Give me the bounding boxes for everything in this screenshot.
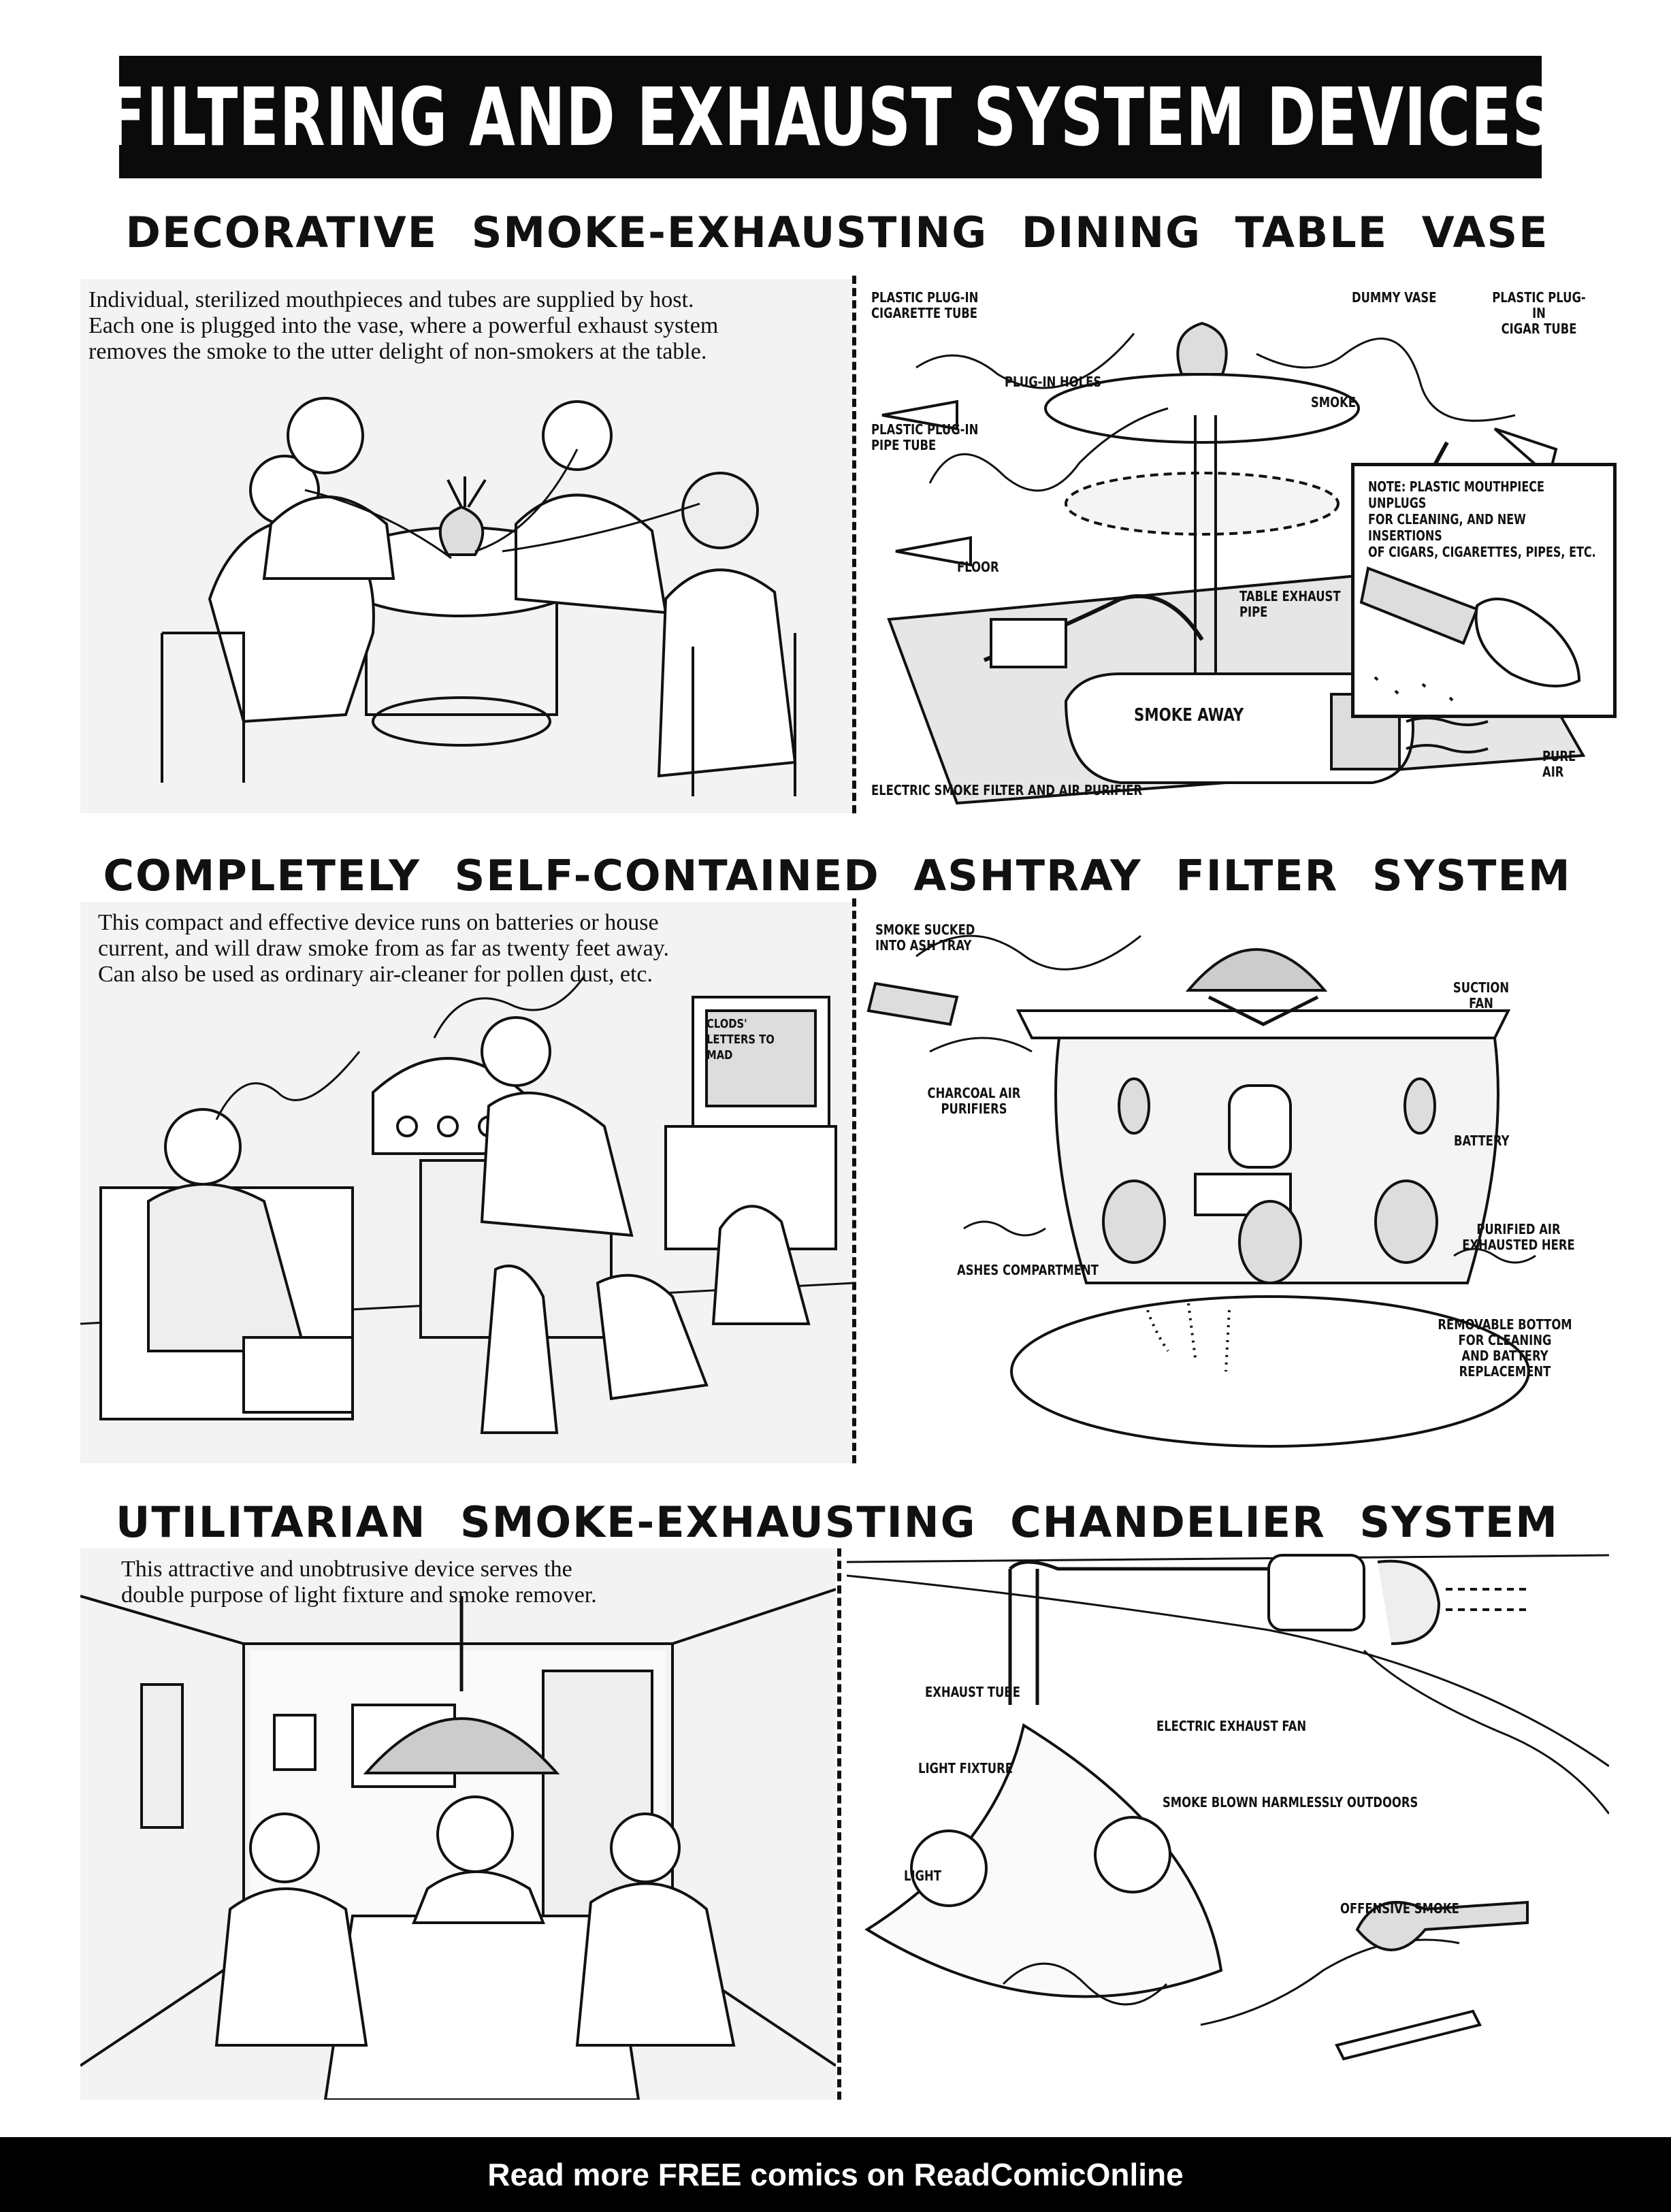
section-1-left-panel: Individual, sterilized mouthpieces and t… — [80, 279, 855, 813]
label-floor: FLOOR — [957, 559, 999, 575]
label-offensive-smoke: OFFENSIVE SMOKE — [1340, 1900, 1459, 1917]
label-suction-fan: SUCTION FAN — [1453, 979, 1510, 1011]
section-1-divider — [852, 276, 856, 813]
label-smoke-sucked: SMOKE SUCKED INTO ASH TRAY — [875, 922, 975, 954]
label-exhaust-tube: EXHAUST TUBE — [925, 1684, 1021, 1700]
label-battery: BATTERY — [1454, 1133, 1510, 1149]
section-2-divider — [852, 898, 856, 1463]
label-plug-in-holes: PLUG-IN HOLES — [1005, 374, 1102, 390]
label-smoke-blown: SMOKE BLOWN HARMLESSLY OUTDOORS — [1163, 1794, 1418, 1810]
section-3-right-panel: EXHAUST TUBE ELECTRIC EXHAUST FAN LIGHT … — [847, 1548, 1609, 2100]
label-dummy-vase: DUMMY VASE — [1352, 289, 1437, 306]
section-2-left-panel: This compact and effective device runs o… — [80, 902, 855, 1463]
note-text: NOTE: PLASTIC MOUTHPIECE UNPLUGS FOR CLE… — [1368, 478, 1596, 560]
label-ashes-compartment: ASHES COMPARTMENT — [957, 1262, 1099, 1278]
page-title: FILTERING AND EXHAUST SYSTEM DEVICES — [105, 70, 1556, 164]
section-2-right-panel: SMOKE SUCKED INTO ASH TRAY SUCTION FAN C… — [862, 902, 1604, 1463]
label-filter-purifier: ELECTRIC SMOKE FILTER AND AIR PURIFIER — [871, 782, 1143, 798]
label-cigar-tube: PLASTIC PLUG-IN CIGAR TUBE — [1492, 289, 1586, 337]
section-2-heading: COMPLETELY SELF-CONTAINED ASHTRAY FILTER… — [103, 851, 1572, 900]
note-box: NOTE: PLASTIC MOUTHPIECE UNPLUGS FOR CLE… — [1351, 463, 1617, 718]
tv-screen-text: CLODS' LETTERS TO MAD — [707, 1017, 775, 1062]
canister-lettering: SMOKE AWAY — [1134, 705, 1244, 726]
label-cigarette-tube: PLASTIC PLUG-IN CIGARETTE TUBE — [871, 289, 979, 321]
section-3-heading: UTILITARIAN SMOKE-EXHAUSTING CHANDELIER … — [116, 1497, 1559, 1547]
label-removable-bottom: REMOVABLE BOTTOM FOR CLEANING AND BATTER… — [1438, 1316, 1572, 1380]
dining-table-illustration — [161, 397, 797, 796]
dining-room-illustration — [80, 1588, 836, 2100]
section-1-heading: DECORATIVE SMOKE-EXHAUSTING DINING TABLE… — [125, 208, 1549, 257]
living-room-illustration — [80, 976, 855, 1434]
label-purified-air: PURIFIED AIR EXHAUSTED HERE — [1462, 1221, 1575, 1253]
label-table-exhaust-pipe: TABLE EXHAUST PIPE — [1239, 588, 1341, 620]
chandelier-diagram — [847, 1554, 1609, 2061]
section-3-left-panel: This attractive and unobtrusive device s… — [80, 1548, 836, 2100]
label-smoke: SMOKE — [1311, 394, 1356, 410]
section-3-caption: This attractive and unobtrusive device s… — [121, 1557, 597, 1608]
section-3-divider — [837, 1548, 841, 2100]
label-electric-exhaust-fan: ELECTRIC EXHAUST FAN — [1156, 1718, 1307, 1734]
page-title-bar: FILTERING AND EXHAUST SYSTEM DEVICES — [106, 56, 1555, 178]
label-pure-air: PURE AIR — [1542, 748, 1576, 780]
ashtray-diagram — [866, 934, 1536, 1448]
footer-banner[interactable]: Read more FREE comics on ReadComicOnline — [0, 2137, 1671, 2212]
label-pipe-tube: PLASTIC PLUG-IN PIPE TUBE — [871, 421, 979, 453]
label-light-fixture: LIGHT FIXTURE — [918, 1760, 1013, 1776]
footer-link-text[interactable]: Read more FREE comics on ReadComicOnline — [487, 2157, 1184, 2192]
label-light: LIGHT — [904, 1868, 941, 1884]
mouthpiece-closeup — [1359, 566, 1581, 702]
section-1-caption: Individual, sterilized mouthpieces and t… — [88, 287, 719, 364]
section-2-caption: This compact and effective device runs o… — [98, 910, 669, 987]
label-charcoal-purifiers: CHARCOAL AIR PURIFIERS — [927, 1085, 1021, 1117]
